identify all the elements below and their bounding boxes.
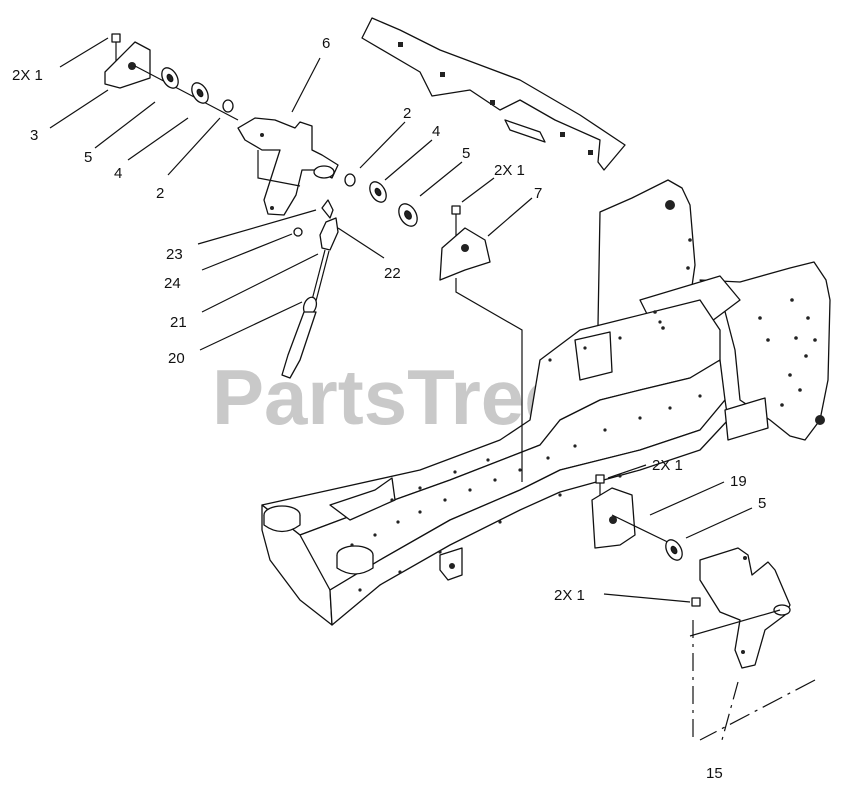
callout-labels: 2X 1 3 5 4 2 6 2 4 5 2X 1 7 23 24 22 21 … [12, 35, 766, 782]
cross-plate-slot-5 [588, 150, 593, 155]
cross-plate-slot-1 [398, 42, 403, 47]
frame-front-bumper [261, 504, 333, 626]
right-upper-hardware [344, 173, 523, 482]
lever-arm-6-hole-2 [270, 206, 274, 210]
bolt-lower-head [595, 474, 605, 484]
pivot-shaft-line [134, 65, 239, 121]
callout-c3: 5 [84, 149, 92, 166]
upper-pivot-assembly [104, 33, 339, 216]
callout-c16: 20 [168, 350, 185, 367]
washer-24 [293, 227, 303, 237]
frame-hanger-hole [449, 563, 455, 569]
watermark-text: PartsTree [212, 353, 568, 441]
bolt-upper-left-head [111, 33, 121, 43]
link-20-body [281, 311, 317, 379]
lever-15 [699, 547, 791, 669]
callout-c8: 4 [432, 123, 440, 140]
clip-upper-2 [222, 99, 234, 113]
lower-pivot-assembly [591, 474, 816, 741]
centerline-lever-right [699, 679, 816, 741]
cross-plate-slot-3 [490, 100, 495, 105]
callout-c19: 5 [758, 495, 766, 512]
callout-c12: 23 [166, 246, 183, 263]
callout-c1: 2X 1 [12, 67, 43, 84]
callout-c14: 22 [384, 265, 401, 282]
callout-c6: 6 [322, 35, 330, 52]
clip-right-2 [344, 173, 356, 187]
bracket-7-hole [461, 244, 469, 252]
lever-link-rod [257, 150, 301, 187]
cross-plate-slot-4 [560, 132, 565, 137]
callout-c10: 2X 1 [494, 162, 525, 179]
callout-c18: 19 [730, 473, 747, 490]
callout-c5: 2 [156, 185, 164, 202]
bracket-7 [439, 227, 491, 281]
top-cross-plate [361, 17, 626, 171]
cross-plate-body [361, 17, 626, 171]
linkage-assembly [281, 199, 339, 379]
frame-hole-pattern [350, 200, 825, 592]
frame-front-pad-left-side [263, 515, 301, 533]
rod-21 [311, 249, 326, 301]
clevis-22 [319, 217, 339, 251]
frame-front-pad-right-side [336, 555, 374, 575]
leader-lines [49, 37, 781, 637]
frame-mid-bracket [574, 331, 613, 381]
callout-c7: 2 [403, 105, 411, 122]
callout-c2: 3 [30, 127, 38, 144]
pin-23 [321, 199, 334, 219]
lever-15-boss [773, 604, 791, 616]
cross-plate-tab [504, 119, 546, 143]
callout-c13: 24 [164, 275, 181, 292]
lever-15-hole-1 [743, 556, 747, 560]
callout-c17: 2X 1 [652, 457, 683, 474]
bolt-lever-15-head [691, 597, 701, 607]
lever-arm-6-hole-1 [260, 133, 264, 137]
lever-arm-6-boss [313, 165, 335, 179]
pivot-bracket-hole [128, 62, 136, 70]
lever-15-hole-2 [741, 650, 745, 654]
bolt-right-head [451, 205, 461, 215]
pivot-bracket [104, 41, 151, 89]
callout-c21: 15 [706, 765, 723, 782]
callout-c15: 21 [170, 314, 187, 331]
frame-front-gusset [329, 477, 396, 521]
main-frame [261, 179, 831, 626]
rod-21-b [315, 250, 330, 302]
callout-c20: 2X 1 [554, 587, 585, 604]
bracket-7-assembly-line [455, 278, 523, 482]
frame-rear-foot-bracket [724, 397, 769, 441]
bracket-19-hole [609, 516, 617, 524]
callout-c11: 7 [534, 185, 542, 202]
callout-c9: 5 [462, 145, 470, 162]
callout-c4: 4 [114, 165, 122, 182]
centerline-lever-mid [721, 681, 739, 741]
cross-plate-slot-2 [440, 72, 445, 77]
